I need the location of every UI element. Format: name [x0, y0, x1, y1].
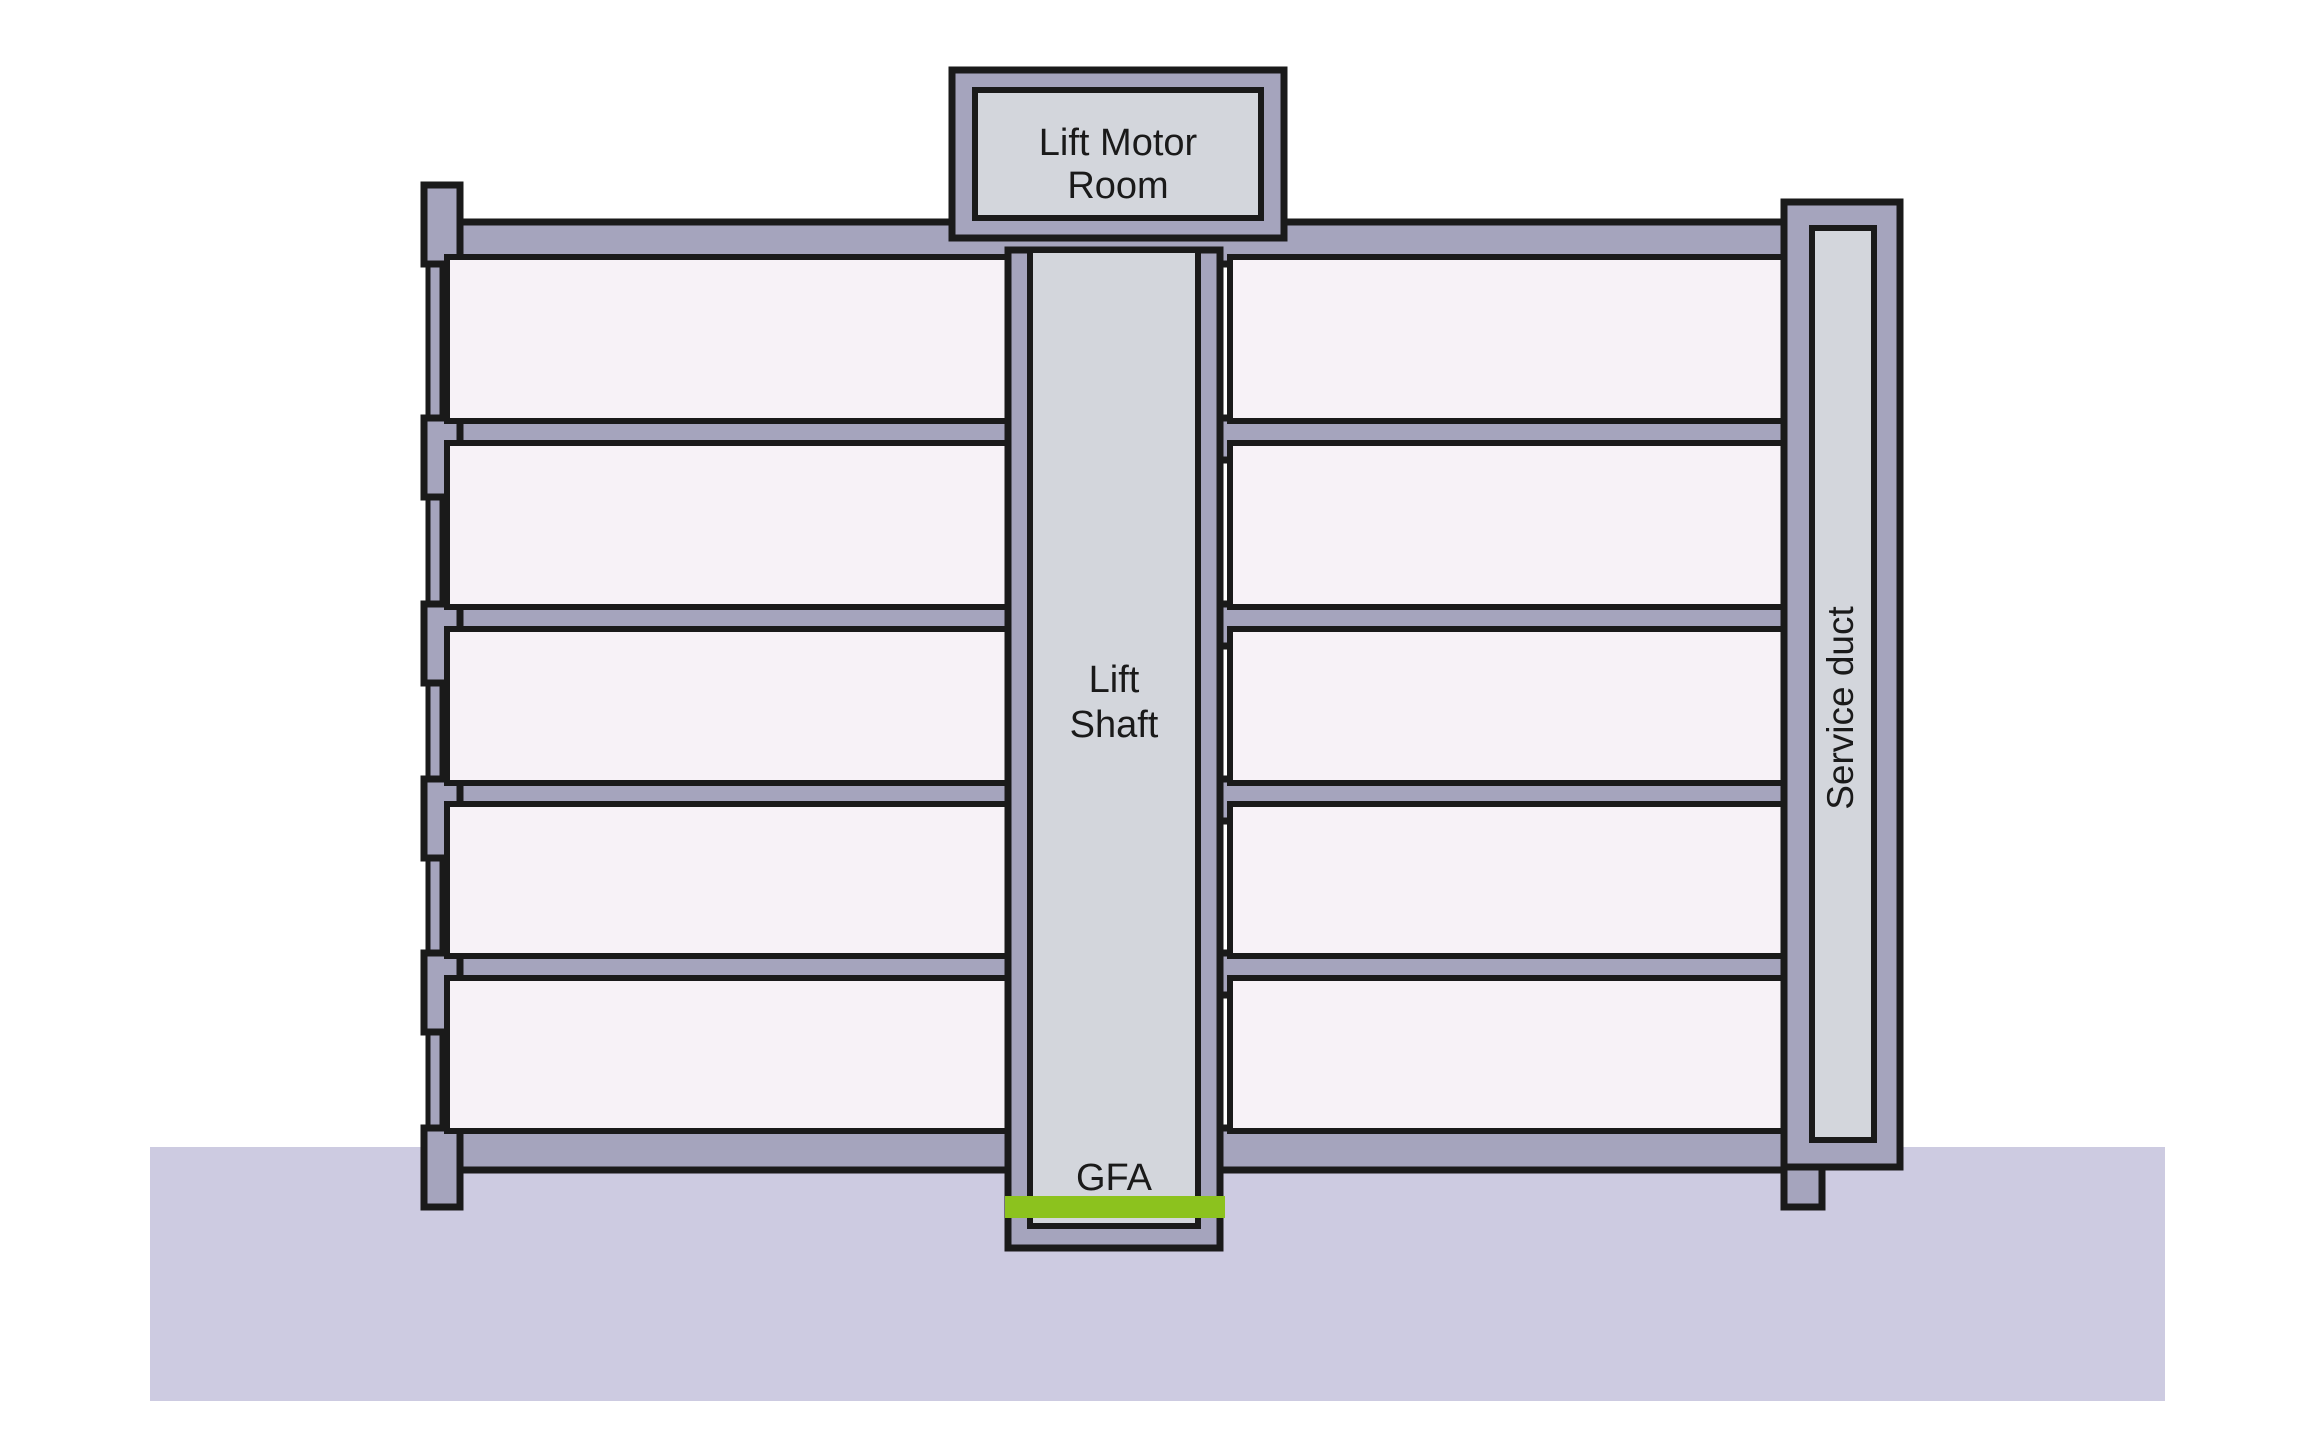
lift-motor-room-label-line2: Room	[1067, 165, 1168, 207]
room-left-bay-level-5	[444, 254, 1011, 424]
room-right-bay-level-4	[1227, 440, 1787, 610]
room-left-bay-level-3	[444, 626, 1011, 786]
room-left-bay-level-4	[444, 440, 1011, 610]
room-right-bay-level-2	[1227, 801, 1787, 959]
left-exterior-wall	[425, 255, 445, 1201]
room-right-bay-ground	[1227, 975, 1787, 1134]
lift-motor-room	[948, 66, 1288, 242]
lift-shaft-label-line2: Shaft	[1070, 704, 1159, 746]
service-duct-label: Service duct	[1820, 605, 1861, 809]
gfa-label: GFA	[1076, 1157, 1153, 1199]
gfa-highlight-bar	[1005, 1196, 1225, 1218]
lift-shaft-structure	[1004, 246, 1224, 1252]
room-right-bay-level-5	[1227, 254, 1787, 424]
service-duct-shaft	[1780, 198, 1904, 1171]
room-right-bay-level-3	[1227, 626, 1787, 786]
lift-motor-room-label-line1: Lift Motor	[1039, 122, 1198, 164]
left-wall-stub-roof	[420, 181, 464, 268]
floor-slab-ground	[420, 1124, 1812, 1211]
room-left-bay-level-2	[444, 801, 1011, 959]
room-left-bay-ground	[444, 975, 1011, 1134]
lift-shaft-label-line1: Lift	[1089, 659, 1140, 701]
